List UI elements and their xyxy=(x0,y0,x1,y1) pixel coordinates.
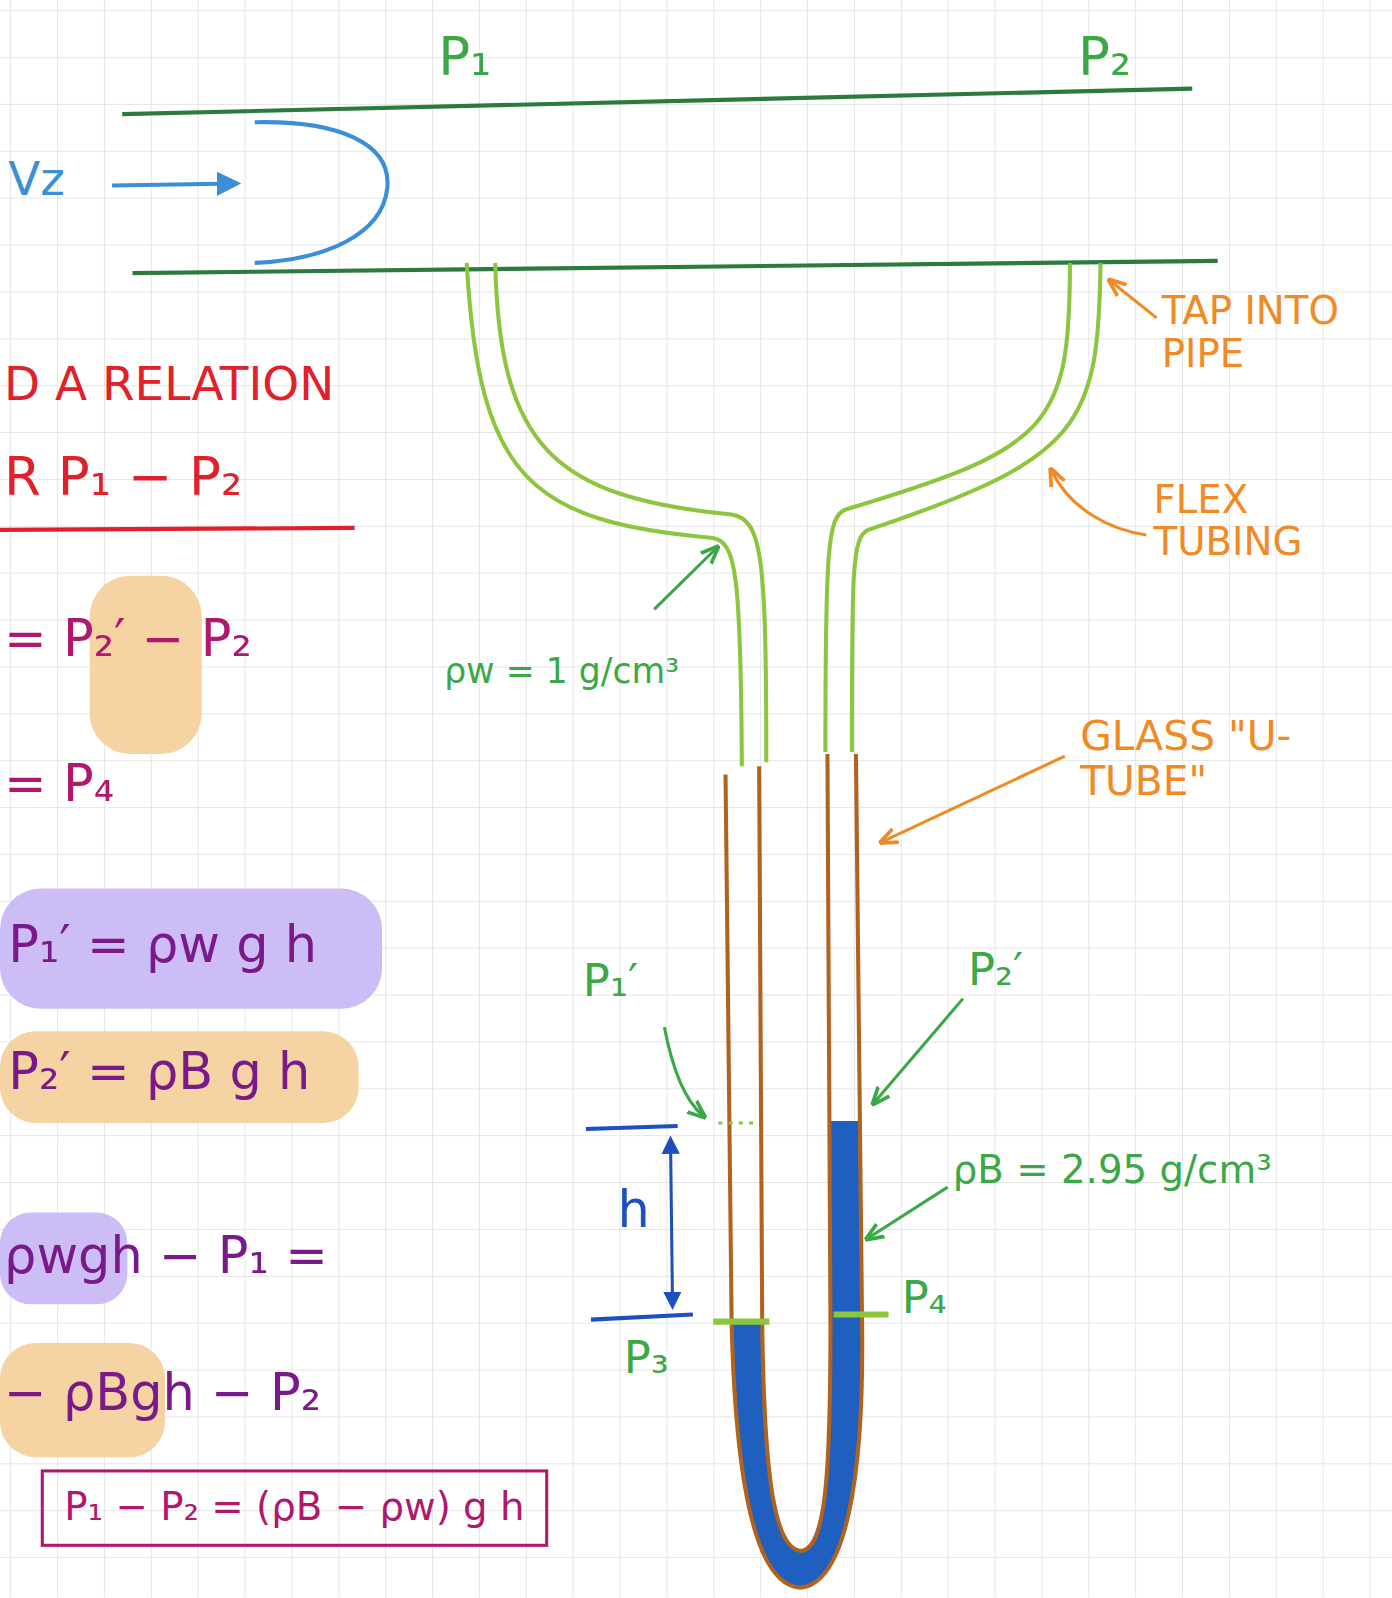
highlight xyxy=(0,889,382,1009)
flow-arrow xyxy=(112,183,236,185)
part-label: TAP INTO PIPE xyxy=(1162,290,1386,375)
part-label: FLEX TUBING xyxy=(1154,479,1358,564)
leader-line xyxy=(654,548,716,609)
equation: − ρBgh − P₂ xyxy=(4,1365,321,1421)
level-mark xyxy=(713,1319,769,1325)
heading-note: D A RELATION xyxy=(4,359,334,411)
result-equation: P₁ − P₂ = (ρB − ρw) g h xyxy=(64,1487,525,1530)
leader-line xyxy=(874,999,963,1103)
dimension-label: h xyxy=(618,1182,650,1238)
pressure-label: P₄ xyxy=(902,1274,947,1323)
flex-tubing xyxy=(467,263,742,766)
equation: P₁′ = ρw g h xyxy=(8,917,317,973)
dimension-line xyxy=(586,1126,678,1129)
pressure-label: P₁′ xyxy=(583,956,638,1005)
velocity-profile xyxy=(255,122,388,263)
leader-line xyxy=(1111,281,1157,318)
pipe-wall xyxy=(122,89,1192,114)
heading-note: R P₁ − P₂ xyxy=(4,448,242,506)
pressure-label: P₃ xyxy=(624,1333,669,1382)
equation: = P₂′ − P₂ xyxy=(4,611,252,667)
flex-tubing xyxy=(825,263,1070,752)
part-label: GLASS "U-TUBE" xyxy=(1080,713,1345,803)
density-label: ρB = 2.95 g/cm³ xyxy=(953,1149,1272,1192)
pressure-label: P₂′ xyxy=(968,946,1023,995)
leader-line xyxy=(1052,471,1147,535)
dimension-arrow xyxy=(671,1139,673,1306)
flex-tubing xyxy=(852,263,1101,752)
equation: = P₄ xyxy=(4,756,114,812)
level-mark xyxy=(834,1311,889,1317)
u-tube xyxy=(726,754,863,1588)
dimension-line xyxy=(591,1315,693,1320)
pressure-label: P₂ xyxy=(1078,29,1131,87)
leader-line xyxy=(882,756,1064,842)
pressure-label: P₁ xyxy=(438,29,491,87)
density-label: ρw = 1 g/cm³ xyxy=(444,652,679,690)
leader-line xyxy=(868,1187,947,1238)
pipe-wall xyxy=(132,261,1217,273)
result-box: P₁ − P₂ = (ρB − ρw) g h xyxy=(41,1469,548,1546)
underline xyxy=(0,528,355,530)
velocity-label: Vz xyxy=(8,153,65,205)
highlight xyxy=(0,1031,359,1123)
equation: P₂′ = ρB g h xyxy=(8,1044,310,1100)
equation: ρwgh − P₁ = xyxy=(4,1228,328,1284)
u-tube xyxy=(759,754,830,1551)
level-mark xyxy=(718,1121,759,1124)
leader-line xyxy=(664,1027,703,1116)
